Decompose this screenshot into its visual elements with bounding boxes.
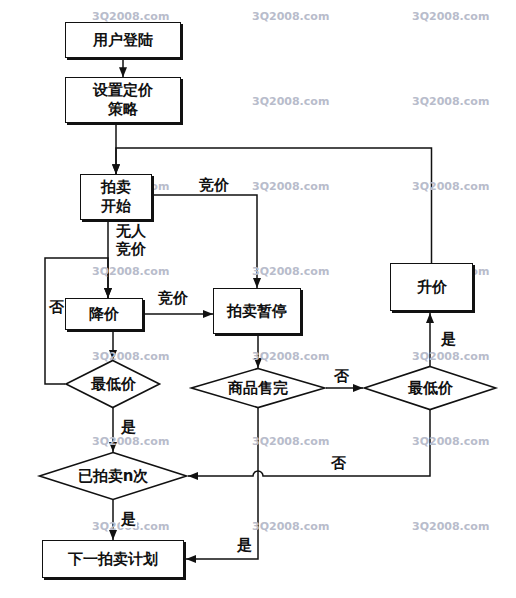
watermark-text: 3Q2008.com [412,95,489,108]
node-text: 设置定价策略 [91,81,155,119]
watermark-text: 3Q2008.com [252,265,329,278]
node-text: 降价 [89,305,119,324]
node-text: 最低价 [408,379,453,398]
decision-diamond: 商品售完 [190,368,326,408]
node-text: 拍卖暂停 [227,302,287,321]
edge-label: 是 [120,510,137,528]
edge-label: 是 [236,536,253,554]
node-text: 最低价 [91,375,136,394]
decision-diamond: 最低价 [65,360,161,408]
edge-label: 无人竞价 [114,222,148,258]
watermark-text: 3Q2008.com [252,95,329,108]
process-box: 升价 [390,263,473,311]
process-box: 下一拍卖计划 [42,540,184,578]
process-box: 用户登陆 [65,22,181,58]
watermark-text: 3Q2008.com [252,180,329,193]
watermark-text: 3Q2008.com [412,520,489,533]
process-box: 设置定价策略 [65,77,181,123]
watermark-text: 3Q2008.com [252,350,329,363]
node-text: 下一拍卖计划 [68,550,158,569]
watermark-text: 3Q2008.com [252,10,329,23]
watermark-text: 3Q2008.com [412,180,489,193]
watermark-text: 3Q2008.com [412,435,489,448]
edge-label: 竞价 [157,289,189,307]
flow-arrow [154,195,257,288]
edge-label: 竞价 [198,176,230,194]
process-box: 拍卖开始 [80,174,152,220]
edge-label: 否 [48,298,65,316]
node-text: 升价 [417,278,447,297]
node-text: 拍卖开始 [99,178,133,216]
watermark-text: 3Q2008.com [412,350,489,363]
watermark-text: 3Q2008.com [92,435,169,448]
flow-arrow [116,148,432,263]
flow-arrow [326,387,363,389]
flow-arrow [122,60,124,77]
watermark-text: 3Q2008.com [92,350,169,363]
flow-arrow [186,408,258,559]
edge-label: 否 [333,367,350,385]
node-text: 商品售完 [228,379,288,398]
watermark-text: 3Q2008.com [252,435,329,448]
watermark-text: 3Q2008.com [252,520,329,533]
edge-label: 是 [440,330,457,348]
process-box: 拍卖暂停 [213,288,301,334]
process-box: 降价 [65,298,143,330]
edge-label: 否 [330,454,347,472]
decision-diamond: 最低价 [363,366,497,410]
node-text: 已拍卖n次 [78,467,149,486]
edge-label: 是 [120,418,137,436]
watermark-text: 3Q2008.com [92,265,169,278]
flow-arrow [188,410,430,476]
flow-arrow [145,313,213,315]
node-text: 用户登陆 [93,31,153,50]
decision-diamond: 已拍卖n次 [38,452,188,500]
watermark-text: 3Q2008.com [412,10,489,23]
